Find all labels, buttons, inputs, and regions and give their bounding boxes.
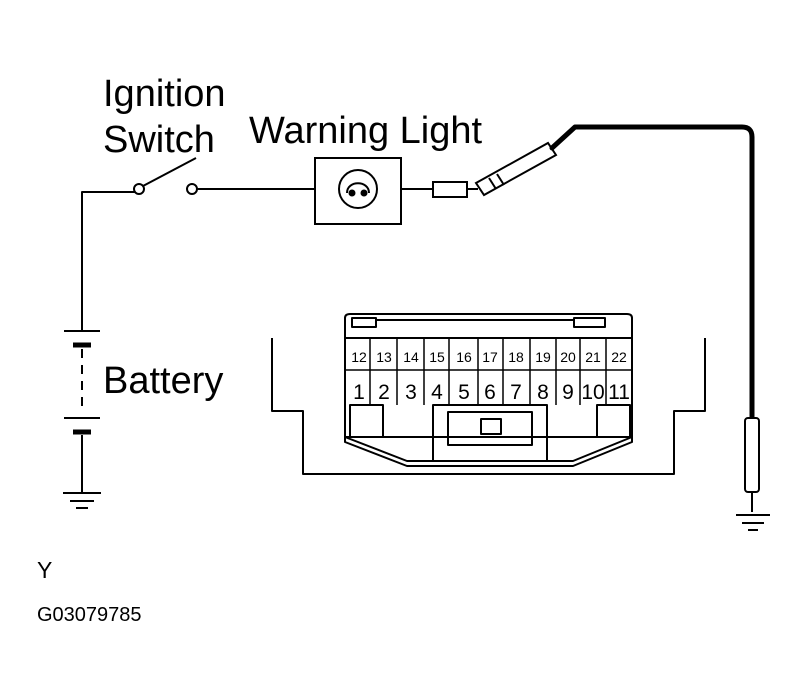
pin-label: 12 <box>351 349 367 365</box>
circuit-wires <box>81 188 433 492</box>
pin-label: 22 <box>611 349 627 365</box>
pin-label: 14 <box>403 349 419 365</box>
wire-switch-to-battery <box>81 191 135 330</box>
pin-label: 19 <box>535 349 551 365</box>
pin-label: 16 <box>456 349 472 365</box>
battery-label: Battery <box>103 360 223 402</box>
pin-label: 21 <box>585 349 601 365</box>
view-letter: Y <box>37 557 52 583</box>
warning-light-label: Warning Light <box>249 110 482 152</box>
switch-label: Switch <box>103 119 215 161</box>
pin-label: 15 <box>429 349 445 365</box>
pin-label: 7 <box>510 381 522 404</box>
pin-label: 5 <box>458 381 470 404</box>
test-probe-plug <box>432 141 558 198</box>
connector-top-row: 12 13 14 15 16 17 18 19 20 21 22 <box>351 349 627 365</box>
pin-label: 10 <box>581 381 604 404</box>
pin-label: 13 <box>376 349 392 365</box>
pin-label: 6 <box>484 381 496 404</box>
pin-label: 20 <box>560 349 576 365</box>
battery-icon <box>64 330 100 435</box>
pin-label: 4 <box>431 381 443 404</box>
connector-housing <box>271 313 706 475</box>
connector-bracket <box>271 338 706 475</box>
ignition-label: Ignition <box>103 73 226 115</box>
pin-label: 17 <box>482 349 498 365</box>
pin-label: 1 <box>353 381 365 404</box>
battery-ground-icon <box>63 492 101 509</box>
warning-light-lamp <box>314 157 402 225</box>
pin-label: 18 <box>508 349 524 365</box>
ground-probe <box>744 417 760 512</box>
test-lead <box>549 124 755 421</box>
connector-pin-grid <box>345 338 632 405</box>
ignition-switch <box>133 157 198 195</box>
pin-label: 9 <box>562 381 574 404</box>
pin-label: 3 <box>405 381 417 404</box>
pin-label: 11 <box>608 381 630 404</box>
probe-ground-icon <box>736 514 770 531</box>
pin-label: 2 <box>378 381 390 404</box>
connector-bottom-row: 1 2 3 4 5 6 7 8 9 10 11 <box>353 381 630 404</box>
figure-code: G03079785 <box>37 604 142 626</box>
pin-label: 8 <box>537 381 549 404</box>
